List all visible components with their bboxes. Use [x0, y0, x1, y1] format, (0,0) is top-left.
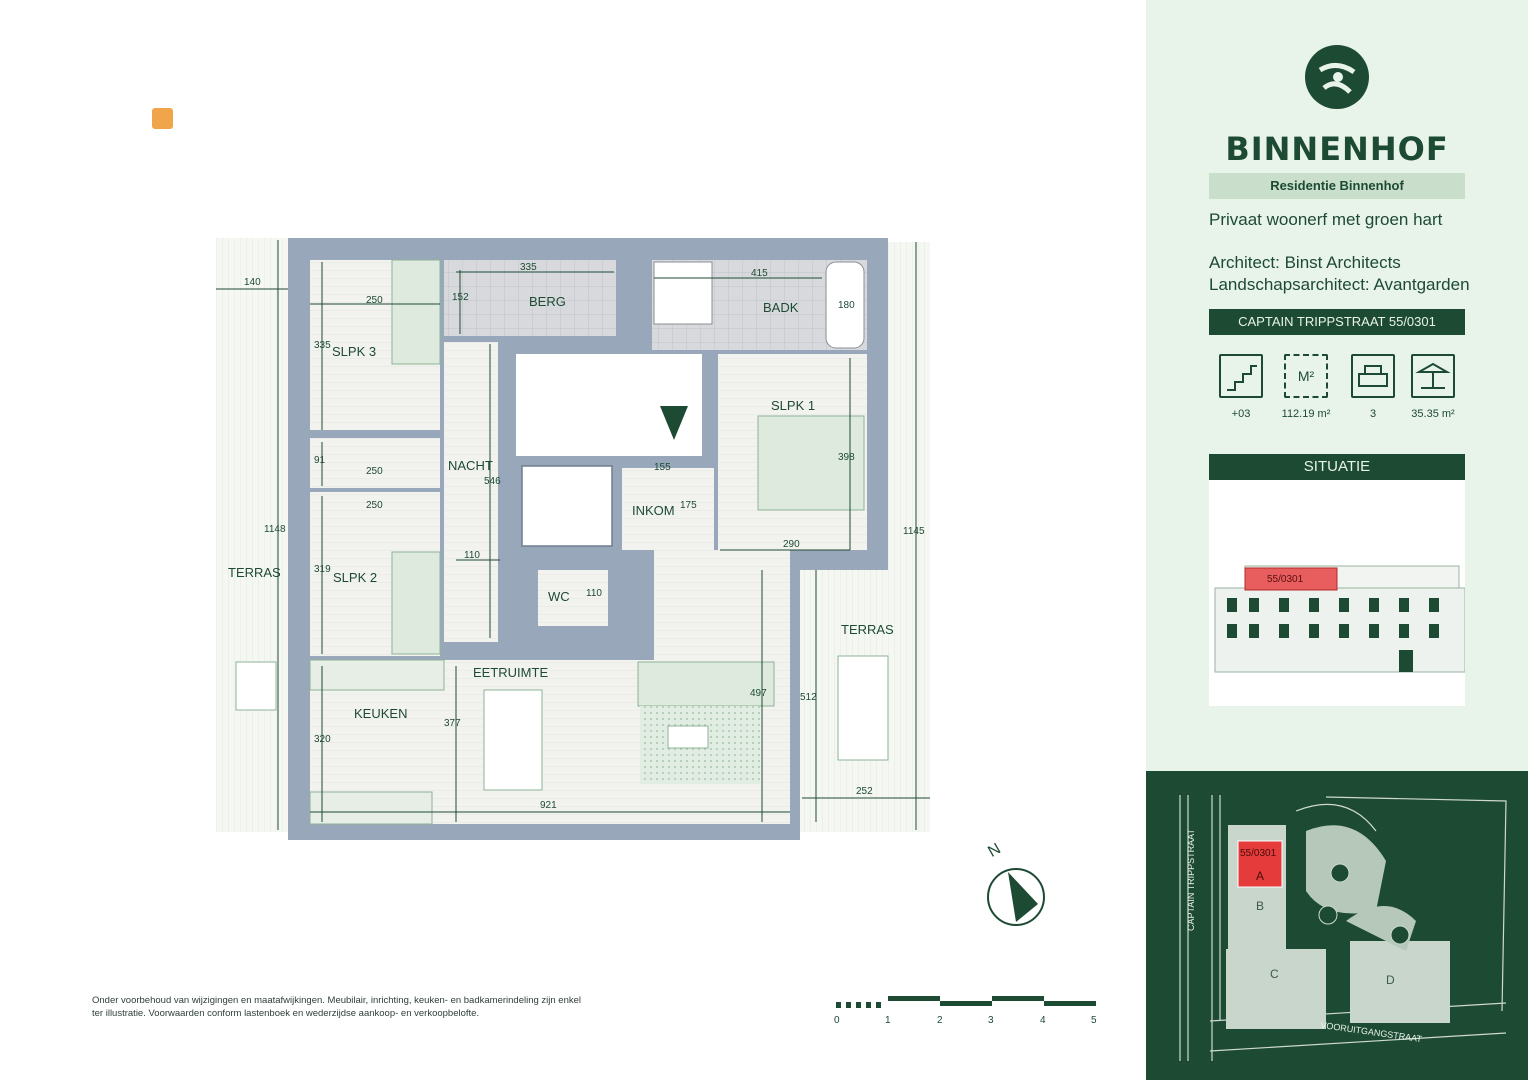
- terrace-icon: [1411, 354, 1455, 398]
- project-name: Residentie Binnenhof: [1209, 173, 1465, 199]
- dimension-label: 497: [750, 688, 767, 699]
- bed-icon: [1351, 354, 1395, 398]
- stat-value: 3: [1369, 408, 1377, 420]
- situatie-title: SITUATIE: [1209, 454, 1465, 480]
- block-d-label: D: [1386, 973, 1395, 987]
- dimension-label: 110: [464, 550, 480, 561]
- dimension-label: 319: [314, 564, 331, 575]
- dimension-label: 377: [444, 718, 461, 729]
- stat-bedrooms: 3: [1346, 354, 1400, 420]
- binnenhof-logo-icon: [1305, 45, 1369, 109]
- elevation-view: 55/0301: [1209, 480, 1466, 706]
- scale-label: 4: [1040, 1015, 1046, 1026]
- dimension-label: 175: [680, 500, 697, 511]
- area-m2-icon: M²: [1284, 354, 1328, 398]
- block-c-label: C: [1270, 967, 1279, 981]
- partner-logo: [152, 108, 173, 129]
- stat-value: +03: [1231, 408, 1251, 420]
- dimension-label: 155: [654, 462, 671, 473]
- room-label: INKOM: [632, 503, 675, 518]
- tagline: Privaat woonerf met groen hart: [1209, 210, 1443, 229]
- room-label: EETRUIMTE: [473, 665, 549, 680]
- lift: [521, 465, 613, 547]
- room-label: WC: [548, 589, 570, 604]
- compass-icon: [987, 868, 1045, 926]
- scale-label: 0: [834, 1015, 840, 1026]
- room-label: TERRAS: [228, 565, 281, 580]
- dimension-label: 1148: [264, 524, 286, 535]
- stat-value: 35.35 m²: [1411, 408, 1455, 420]
- street-label: CAPTAIN TRIPPSTRAAT: [1186, 828, 1197, 932]
- dimension-label: 180: [838, 300, 855, 311]
- dimension-label: 512: [800, 692, 817, 703]
- block-a-label: A: [1256, 869, 1265, 883]
- room-label: SLPK 3: [332, 344, 377, 359]
- landscape-architect: Landschapsarchitect: Avantgarden: [1209, 275, 1470, 294]
- dimension-label: 546: [484, 476, 501, 487]
- dimension-label: 290: [783, 539, 800, 550]
- room-label: BADK: [763, 300, 799, 315]
- stairs-icon: [1219, 354, 1263, 398]
- shaft: [516, 354, 702, 456]
- scale-label: 1: [885, 1015, 891, 1026]
- dimension-label: 91: [314, 455, 326, 466]
- disclaimer: Onder voorbehoud van wijzigingen en maat…: [92, 995, 582, 1019]
- stat-value: 112.19 m²: [1281, 408, 1331, 420]
- area-unit-label: M²: [1297, 368, 1315, 384]
- room-label: BERG: [529, 294, 566, 309]
- scale-label: 5: [1091, 1015, 1097, 1026]
- scale-bar: [836, 996, 1096, 1008]
- unit-address: CAPTAIN TRIPPSTRAAT 55/0301: [1209, 309, 1465, 335]
- scale-label: 3: [988, 1015, 994, 1026]
- room-label: KEUKEN: [354, 706, 408, 721]
- dimension-label: 152: [452, 292, 469, 303]
- room-label: TERRAS: [841, 622, 894, 637]
- info-panel: BINNENHOF Residentie Binnenhof Privaat w…: [1146, 0, 1528, 771]
- room-label: NACHT: [448, 458, 493, 473]
- floor-plan: [216, 238, 930, 840]
- dimension-label: 335: [520, 262, 537, 273]
- stat-floor: +03: [1214, 354, 1268, 420]
- dimension-label: 398: [838, 452, 855, 463]
- stat-terrace: 35.35 m²: [1406, 354, 1460, 420]
- stat-area: M² 112.19 m²: [1279, 354, 1333, 420]
- brand-name: BINNENHOF: [1225, 130, 1449, 168]
- elevation-unit-tag: 55/0301: [1267, 574, 1304, 585]
- dimension-label: 921: [540, 800, 557, 811]
- dimension-label: 140: [244, 277, 261, 288]
- dimension-label: 320: [314, 734, 331, 745]
- room-label: SLPK 1: [771, 398, 816, 413]
- architect: Architect: Binst Architects: [1209, 253, 1401, 272]
- scale-label: 2: [937, 1015, 943, 1026]
- dimension-label: 252: [856, 786, 873, 797]
- dimension-label: 250: [366, 295, 383, 306]
- room-label: SLPK 2: [333, 570, 378, 585]
- dimension-label: 110: [586, 588, 602, 599]
- site-unit-tag: 55/0301: [1240, 848, 1277, 859]
- dimension-label: 335: [314, 340, 331, 351]
- dimension-label: 250: [366, 500, 383, 511]
- block-b-label: B: [1256, 899, 1265, 913]
- dimension-label: 1145: [903, 526, 925, 537]
- dimension-label: 250: [366, 466, 383, 477]
- terrace-left: [216, 238, 288, 832]
- dimension-label: 415: [751, 268, 768, 279]
- site-map: 55/0301 A B C D CAPTAIN TRIPPSTRAAT VOOR…: [1146, 771, 1528, 1080]
